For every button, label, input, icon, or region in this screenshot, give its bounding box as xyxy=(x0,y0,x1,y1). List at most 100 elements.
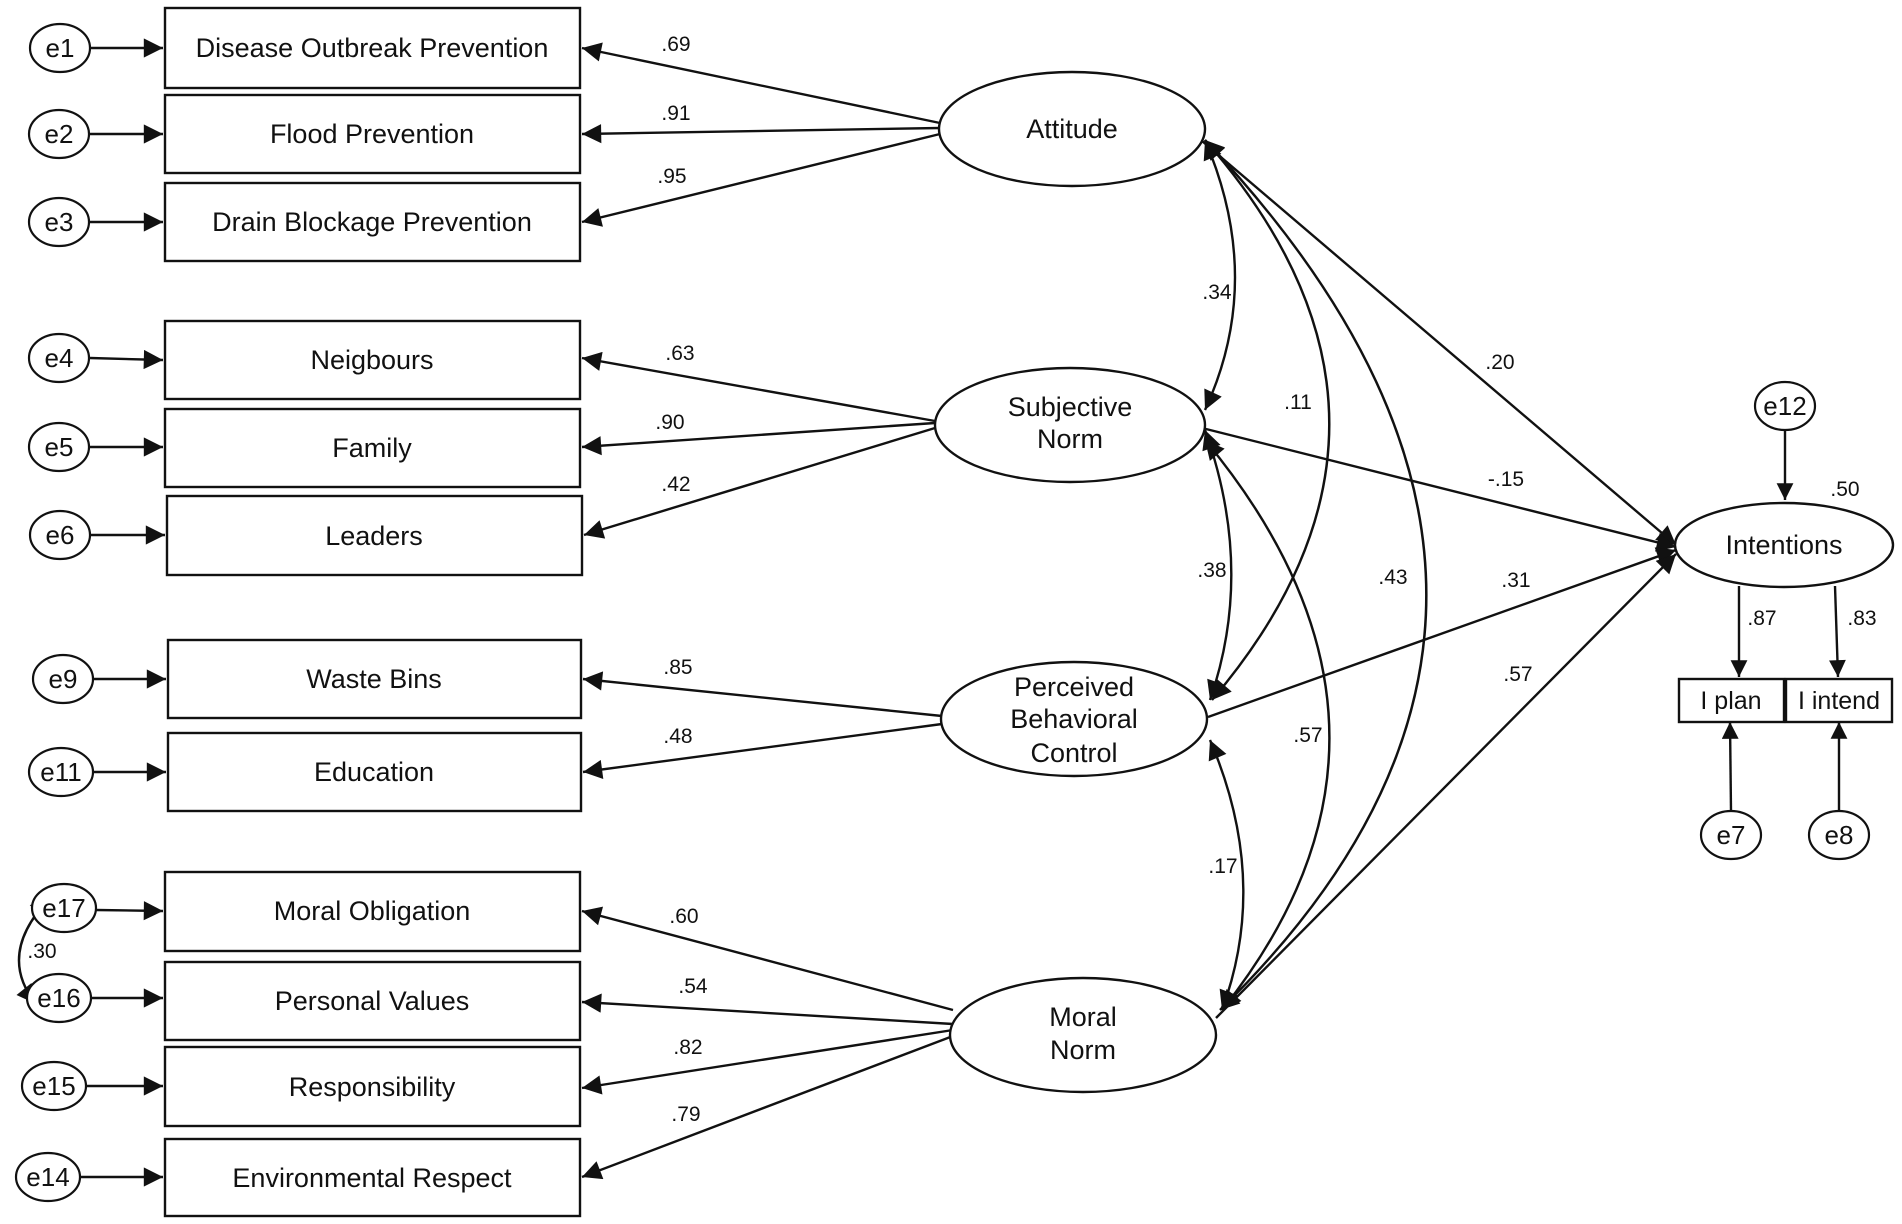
box-environmental-respect: Environmental Respect xyxy=(163,1137,582,1218)
label-e17: e17 xyxy=(42,893,85,923)
label-attitude: Attitude xyxy=(1026,114,1118,144)
label-responsibility: Responsibility xyxy=(289,1072,456,1102)
label-e7: e7 xyxy=(1717,820,1746,850)
cov-attitude-pbc xyxy=(1204,139,1331,701)
box-family: Family xyxy=(163,407,582,489)
coef-cov-e17-e16: .30 xyxy=(27,940,56,963)
label-drain-blockage-prevention: Drain Blockage Prevention xyxy=(212,207,532,237)
loading-sn-family xyxy=(581,421,936,456)
coef-cov-attitude-sn: .34 xyxy=(1202,281,1232,304)
path-sn-intentions xyxy=(1201,426,1677,552)
latent-intentions: Intentions xyxy=(1673,501,1895,589)
latent-moral-norm: Moral Norm xyxy=(948,976,1218,1094)
label-e16: e16 xyxy=(37,983,80,1013)
coef-path-mn-intentions: .57 xyxy=(1503,663,1532,686)
label-norm: Norm xyxy=(1037,424,1103,454)
path-mn-intentions xyxy=(1215,553,1677,1019)
error-e8: e8 xyxy=(1807,809,1871,861)
label-e14: e14 xyxy=(26,1162,69,1192)
coef-path-sn-intentions: -.15 xyxy=(1488,468,1524,491)
loading-pbc-education xyxy=(582,722,943,779)
arrow-e7-i-plan xyxy=(1721,721,1739,812)
cov-attitude-mn xyxy=(1204,139,1428,1011)
label-e5: e5 xyxy=(45,432,74,462)
label-subjective: Subjective xyxy=(1008,392,1133,422)
coef-attitude-flood: .91 xyxy=(661,102,690,125)
label-e8: e8 xyxy=(1825,820,1854,850)
label-e6: e6 xyxy=(46,520,75,550)
error-e3: e3 xyxy=(27,196,91,248)
label-intentions: Intentions xyxy=(1725,530,1842,560)
coef-sn-neigbours: .63 xyxy=(665,342,694,365)
box-i-plan: I plan xyxy=(1677,677,1786,724)
label-e3: e3 xyxy=(45,207,74,237)
coef-pbc-education: .48 xyxy=(663,725,692,748)
error-e12: e12 xyxy=(1753,380,1817,432)
loading-mn-environmental xyxy=(581,1034,954,1180)
label-family: Family xyxy=(332,433,412,463)
latent-attitude: Attitude xyxy=(937,70,1207,188)
label-perceived: Perceived xyxy=(1014,672,1134,702)
label-education: Education xyxy=(314,757,434,787)
box-waste-bins: Waste Bins xyxy=(166,638,583,720)
coef-mn-moral-obligation: .60 xyxy=(669,905,698,928)
coef-intentions-i-plan: .87 xyxy=(1747,607,1776,630)
edges xyxy=(16,38,1848,1187)
error-e2: e2 xyxy=(27,108,91,160)
coef-sn-leaders: .42 xyxy=(661,473,690,496)
box-drain-blockage-prevention: Drain Blockage Prevention xyxy=(163,181,582,263)
label-i-intend: I intend xyxy=(1798,687,1880,715)
loading-mn-moral-obligation xyxy=(581,906,954,1012)
label-e15: e15 xyxy=(32,1071,75,1101)
cov-attitude-sn xyxy=(1203,139,1237,411)
error-e6: e6 xyxy=(28,509,92,561)
box-leaders: Leaders xyxy=(165,494,584,577)
box-neigbours: Neigbours xyxy=(163,319,582,401)
error-e1: e1 xyxy=(28,22,92,74)
arrow-e17-moral-obligation xyxy=(95,901,164,921)
error-e4: e4 xyxy=(27,332,91,384)
label-moral: Moral xyxy=(1049,1002,1117,1032)
label-leaders: Leaders xyxy=(325,521,423,551)
cov-sn-mn xyxy=(1204,439,1331,1011)
latent-perceived-behavioral-control: Perceived Behavioral Control xyxy=(939,660,1209,778)
error-e5: e5 xyxy=(27,421,91,473)
label-disease-outbreak-prevention: Disease Outbreak Prevention xyxy=(196,33,549,63)
latent-variables: Attitude Subjective Norm Perceived Behav… xyxy=(933,70,1895,1094)
path-pbc-intentions xyxy=(1207,547,1677,719)
coef-cov-attitude-mn: .43 xyxy=(1378,566,1407,589)
label-i-plan: I plan xyxy=(1700,687,1761,715)
coef-cov-pbc-mn: .17 xyxy=(1208,855,1237,878)
label-behavioral: Behavioral xyxy=(1010,704,1138,734)
error-e9: e9 xyxy=(31,653,95,705)
coefficient-labels: .69 .91 .95 .63 .90 .42 .85 .48 .60 .54 … xyxy=(27,33,1876,1126)
box-education: Education xyxy=(166,731,583,813)
label-moral-obligation: Moral Obligation xyxy=(274,896,471,926)
coef-cov-sn-mn: .57 xyxy=(1293,724,1322,747)
box-disease-outbreak-prevention: Disease Outbreak Prevention xyxy=(163,6,582,90)
loading-sn-leaders xyxy=(583,426,936,539)
label-neigbours: Neigbours xyxy=(310,345,433,375)
label-control: Control xyxy=(1030,738,1117,768)
label-waste-bins: Waste Bins xyxy=(306,664,442,694)
label-moral-norm-second: Norm xyxy=(1050,1035,1116,1065)
loading-attitude-disease-outbreak xyxy=(581,42,941,125)
label-e9: e9 xyxy=(49,664,78,694)
coef-attitude-drain: .95 xyxy=(657,165,686,188)
loading-intentions-i-intend xyxy=(1829,585,1846,678)
path-attitude-intentions xyxy=(1201,140,1677,546)
coef-mn-responsibility: .82 xyxy=(673,1036,702,1059)
coef-pbc-waste-bins: .85 xyxy=(663,656,692,679)
box-i-intend: I intend xyxy=(1784,677,1894,724)
label-personal-values: Personal Values xyxy=(275,986,470,1016)
indicator-boxes: Disease Outbreak Prevention Flood Preven… xyxy=(163,6,1894,1218)
error-e15: e15 xyxy=(20,1060,88,1112)
loading-attitude-drain xyxy=(581,132,941,227)
arrow-e4-neigbours xyxy=(89,349,164,370)
box-moral-obligation: Moral Obligation xyxy=(163,870,582,953)
loading-pbc-waste-bins xyxy=(582,671,943,718)
cov-pbc-mn xyxy=(1208,739,1245,1011)
loading-sn-neigbours xyxy=(581,351,936,423)
coef-cov-attitude-pbc: .11 xyxy=(1284,391,1312,414)
